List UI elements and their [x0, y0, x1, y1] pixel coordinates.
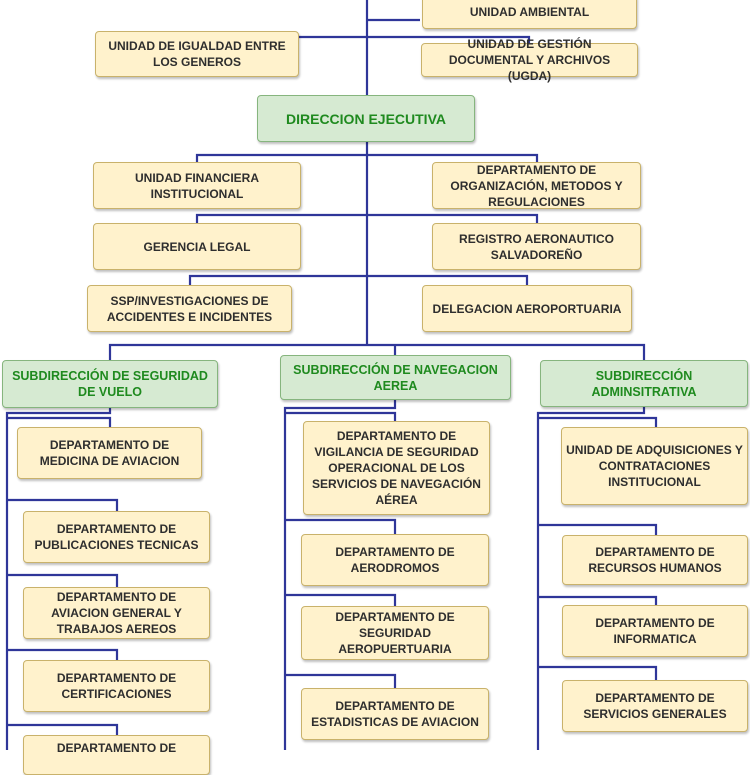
dept-box-vigilancia-seguridad: DEPARTAMENTO DE VIGILANCIA DE SEGURIDAD … — [303, 421, 490, 515]
dept-label: DEPARTAMENTO DE CERTIFICACIONES — [56, 671, 177, 701]
dept-label: DEPARTAMENTO DE ESTADISTICAS DE AVIACION — [311, 699, 479, 729]
unit-box-registro-aeronautico: REGISTRO AERONAUTICO SALVADOREÑO — [432, 223, 641, 270]
unit-label: REGISTRO AERONAUTICO SALVADOREÑO — [459, 231, 614, 262]
dept-label: DEPARTAMENTO DE PUBLICACIONES TECNICAS — [34, 522, 199, 552]
unit-box-delegacion-aeroportuaria: DELEGACION AEROPORTUARIA — [422, 285, 632, 332]
unit-box-organizacion-metodos: DEPARTAMENTO DE ORGANIZACIÓN, METODOS Y … — [432, 162, 641, 209]
subdireccion-label: SUBDIRECCIÓN DE NAVEGACION AEREA — [293, 362, 498, 393]
dept-label: DEPARTAMENTO DE INFORMATICA — [595, 616, 715, 646]
unit-box-unidad-financiera: UNIDAD FINANCIERA INSTITUCIONAL — [93, 162, 301, 209]
dept-label: DEPARTAMENTO DE AERODROMOS — [335, 545, 455, 575]
dept-box-departamento-cut: DEPARTAMENTO DE — [23, 735, 210, 775]
direccion-ejecutiva-label: DIRECCION EJECUTIVA — [286, 110, 446, 127]
dept-label: DEPARTAMENTO DE VIGILANCIA DE SEGURIDAD … — [312, 429, 481, 507]
unit-box-igualdad-generos: UNIDAD DE IGUALDAD ENTRE LOS GENEROS — [95, 31, 299, 77]
dept-box-medicina-aviacion: DEPARTAMENTO DE MEDICINA DE AVIACION — [17, 427, 202, 479]
unit-label: UNIDAD AMBIENTAL — [469, 4, 590, 19]
dept-box-adquisiciones: UNIDAD DE ADQUISICIONES Y CONTRATACIONES… — [561, 427, 748, 505]
dept-box-informatica: DEPARTAMENTO DE INFORMATICA — [562, 605, 748, 657]
direccion-ejecutiva-box: DIRECCION EJECUTIVA — [257, 95, 475, 142]
unit-label: UNIDAD DE IGUALDAD ENTRE LOS GENEROS — [108, 39, 286, 69]
unit-box-ssp-investigaciones: SSP/INVESTIGACIONES DE ACCIDENTES E INCI… — [87, 285, 292, 332]
dept-box-servicios-generales: DEPARTAMENTO DE SERVICIOS GENERALES — [562, 680, 748, 732]
dept-label: DEPARTAMENTO DE RECURSOS HUMANOS — [588, 545, 722, 575]
dept-label: DEPARTAMENTO DE AVIACION GENERAL Y TRABA… — [51, 590, 182, 636]
unit-label: SSP/INVESTIGACIONES DE ACCIDENTES E INCI… — [106, 293, 273, 324]
dept-box-certificaciones: DEPARTAMENTO DE CERTIFICACIONES — [23, 660, 210, 712]
subdireccion-label: SUBDIRECCIÓN DE SEGURIDAD DE VUELO — [12, 369, 208, 399]
dept-label: DEPARTAMENTO DE MEDICINA DE AVIACION — [39, 438, 180, 468]
unit-label: UNIDAD DE GESTIÓN DOCUMENTAL Y ARCHIVOS … — [448, 37, 611, 83]
subdireccion-seguridad-vuelo-box: SUBDIRECCIÓN DE SEGURIDAD DE VUELO — [2, 360, 218, 408]
unit-box-gerencia-legal: GERENCIA LEGAL — [93, 223, 301, 270]
dept-label: DEPARTAMENTO DE SERVICIOS GENERALES — [583, 691, 727, 721]
dept-label: DEPARTAMENTO DE SEGURIDAD AEROPUERTUARIA — [335, 610, 455, 656]
unit-label: DEPARTAMENTO DE ORGANIZACIÓN, METODOS Y … — [450, 162, 623, 209]
unit-label: UNIDAD FINANCIERA INSTITUCIONAL — [135, 170, 259, 201]
subdireccion-navegacion-aerea-box: SUBDIRECCIÓN DE NAVEGACION AEREA — [280, 355, 511, 400]
org-chart-connectors — [5, 0, 658, 750]
dept-box-recursos-humanos: DEPARTAMENTO DE RECURSOS HUMANOS — [562, 535, 748, 585]
dept-label: UNIDAD DE ADQUISICIONES Y CONTRATACIONES… — [566, 443, 743, 489]
connector-lines — [5, 0, 658, 750]
dept-box-aviacion-general: DEPARTAMENTO DE AVIACION GENERAL Y TRABA… — [23, 587, 210, 639]
dept-box-estadisticas-aviacion: DEPARTAMENTO DE ESTADISTICAS DE AVIACION — [301, 688, 489, 740]
subdireccion-label: SUBDIRECCIÓN ADMINSITRATIVA — [591, 368, 697, 399]
unit-box-unidad-ambiental: UNIDAD AMBIENTAL — [422, 0, 637, 29]
unit-label: DELEGACION AEROPORTUARIA — [432, 301, 622, 316]
dept-box-publicaciones-tecnicas: DEPARTAMENTO DE PUBLICACIONES TECNICAS — [23, 511, 210, 563]
subdireccion-administrativa-box: SUBDIRECCIÓN ADMINSITRATIVA — [540, 360, 748, 407]
dept-label: DEPARTAMENTO DE — [56, 741, 177, 755]
unit-box-gestion-documental: UNIDAD DE GESTIÓN DOCUMENTAL Y ARCHIVOS … — [421, 37, 638, 83]
dept-box-aerodromos: DEPARTAMENTO DE AERODROMOS — [301, 534, 489, 586]
unit-label: GERENCIA LEGAL — [143, 239, 251, 254]
dept-box-seguridad-aeropuertuaria: DEPARTAMENTO DE SEGURIDAD AEROPUERTUARIA — [301, 606, 489, 660]
